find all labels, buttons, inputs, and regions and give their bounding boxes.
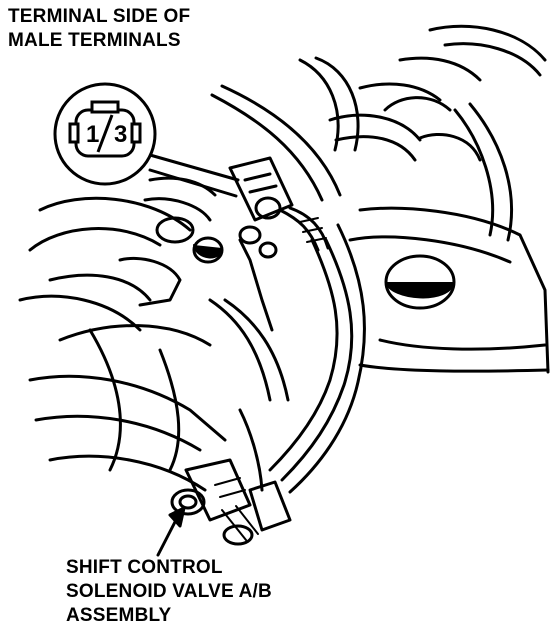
callout-arrow (156, 506, 186, 557)
engine-block (18, 176, 290, 492)
component-callout-line-1: SHIFT CONTROL (66, 557, 223, 578)
intake-hoses (210, 24, 547, 242)
header-caption-line-1: TERMINAL SIDE OF (8, 6, 191, 27)
connector-inset: 1 3 (53, 82, 157, 186)
component-callout: SHIFT CONTROL SOLENOID VALVE A/B ASSEMBL… (66, 556, 272, 628)
terminal-3-label: 3 (114, 121, 127, 148)
right-body (348, 206, 550, 374)
header-caption: TERMINAL SIDE OF MALE TERMINALS (8, 5, 190, 53)
inset-leader (148, 153, 240, 198)
component-callout-line-3: ASSEMBLY (66, 605, 172, 626)
solenoid-assembly (170, 458, 292, 546)
header-caption-line-2: MALE TERMINALS (8, 30, 181, 51)
terminal-1-label: 1 (86, 121, 99, 148)
round-cap (384, 254, 456, 310)
component-callout-line-2: SOLENOID VALVE A/B (66, 581, 272, 602)
upper-connector (228, 156, 330, 252)
wire-harness (268, 223, 366, 494)
